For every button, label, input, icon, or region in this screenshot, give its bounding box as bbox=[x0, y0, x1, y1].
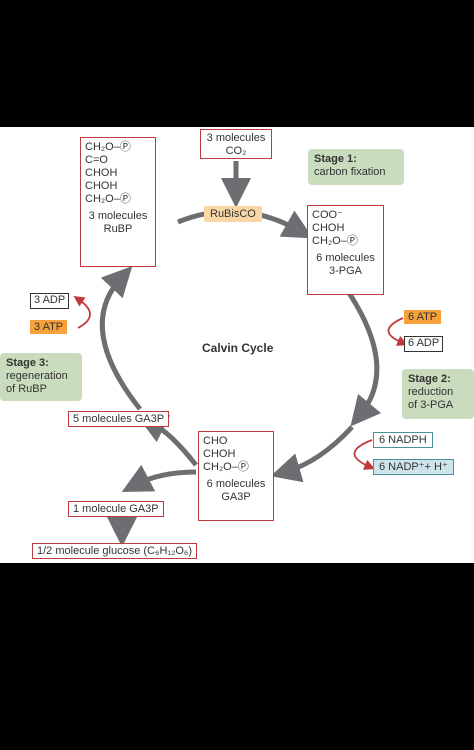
rubp-line-4: CHOH bbox=[85, 180, 118, 192]
pga-line-3: CH₂O–Ⓟ bbox=[312, 235, 358, 247]
stage2-label: Stage 2: reduction of 3-PGA bbox=[402, 369, 474, 419]
atp-adp-stage2-arrow bbox=[387, 317, 408, 346]
arrows-layer bbox=[73, 161, 408, 547]
co2-line-2: CO₂ bbox=[225, 145, 247, 157]
nadph-nadp-arrow bbox=[353, 439, 375, 470]
stage3-label: Stage 3: regeneration of RuBP bbox=[0, 353, 82, 401]
ga3p1-label: 1 molecule GA3P bbox=[68, 501, 164, 517]
rubp-caption: 3 molecules RuBP bbox=[88, 210, 148, 235]
glucose-label: 1/2 molecule glucose (C₆H₁₂O₆) bbox=[32, 543, 198, 559]
atp-adp-stage3-arrow bbox=[73, 296, 91, 329]
stage1-title: Stage 1: bbox=[314, 153, 357, 165]
stage1-desc: carbon fixation bbox=[314, 166, 386, 178]
arc-ga3p-to-split bbox=[270, 425, 354, 483]
co2-box: 3 molecules CO₂ bbox=[200, 129, 272, 159]
ga3p5-label: 5 molecules GA3P bbox=[68, 411, 170, 427]
rubp-line-2: C=O bbox=[85, 154, 108, 166]
ga3p-caption: 6 molecules GA3P bbox=[206, 478, 266, 503]
ga3p-line-2: CHOH bbox=[203, 448, 236, 460]
pga-box: COO⁻ CHOH CH₂O–Ⓟ 6 molecules 3-PGA bbox=[307, 205, 384, 295]
nadph-label: 6 NADPH bbox=[373, 432, 433, 448]
rubp-box: CH₂O–Ⓟ C=O CHOH CHOH CH₂O–Ⓟ 3 molecules … bbox=[80, 137, 156, 267]
stage2-title: Stage 2: bbox=[408, 373, 451, 385]
arc-pga-to-ga3p bbox=[342, 285, 382, 427]
rubp-line-1: CH₂O–Ⓟ bbox=[85, 141, 131, 153]
stage3-desc: regeneration of RuBP bbox=[6, 370, 68, 395]
nadp-label: 6 NADP⁺+ H⁺ bbox=[373, 459, 454, 475]
pga-line-1: COO⁻ bbox=[312, 209, 343, 221]
atp3-label: 3 ATP bbox=[30, 320, 68, 334]
stage1-label: Stage 1: carbon fixation bbox=[308, 149, 404, 185]
rubp-line-5: CH₂O–Ⓟ bbox=[85, 193, 131, 205]
pga-line-2: CHOH bbox=[312, 222, 345, 234]
ga3p-line-3: CH₂O–Ⓟ bbox=[203, 461, 249, 473]
ga3p-box: CHO CHOH CH₂O–Ⓟ 6 molecules GA3P bbox=[198, 431, 274, 521]
stage2-desc: reduction of 3-PGA bbox=[408, 386, 454, 411]
adp3-label: 3 ADP bbox=[30, 293, 70, 309]
rubp-line-3: CHOH bbox=[85, 167, 118, 179]
adp6-label: 6 ADP bbox=[404, 336, 444, 352]
pga-caption: 6 molecules 3-PGA bbox=[316, 252, 375, 277]
calvin-cycle-diagram: CH₂O–Ⓟ C=O CHOH CHOH CH₂O–Ⓟ 3 molecules … bbox=[0, 127, 474, 563]
red-arrows bbox=[73, 296, 408, 470]
co2-line-1: 3 molecules bbox=[206, 132, 266, 144]
cycle-arrows bbox=[99, 161, 382, 547]
stage3-title: Stage 3: bbox=[6, 357, 49, 369]
atp6-label: 6 ATP bbox=[404, 310, 442, 324]
arrow-to-5ga3p bbox=[136, 415, 198, 467]
arrow-to-1ga3p bbox=[121, 464, 197, 492]
cycle-title: Calvin Cycle bbox=[202, 341, 274, 355]
arc-split-to-rubp bbox=[99, 266, 142, 411]
ga3p-line-1: CHO bbox=[203, 435, 228, 447]
rubisco-label: RuBisCO bbox=[204, 206, 262, 222]
